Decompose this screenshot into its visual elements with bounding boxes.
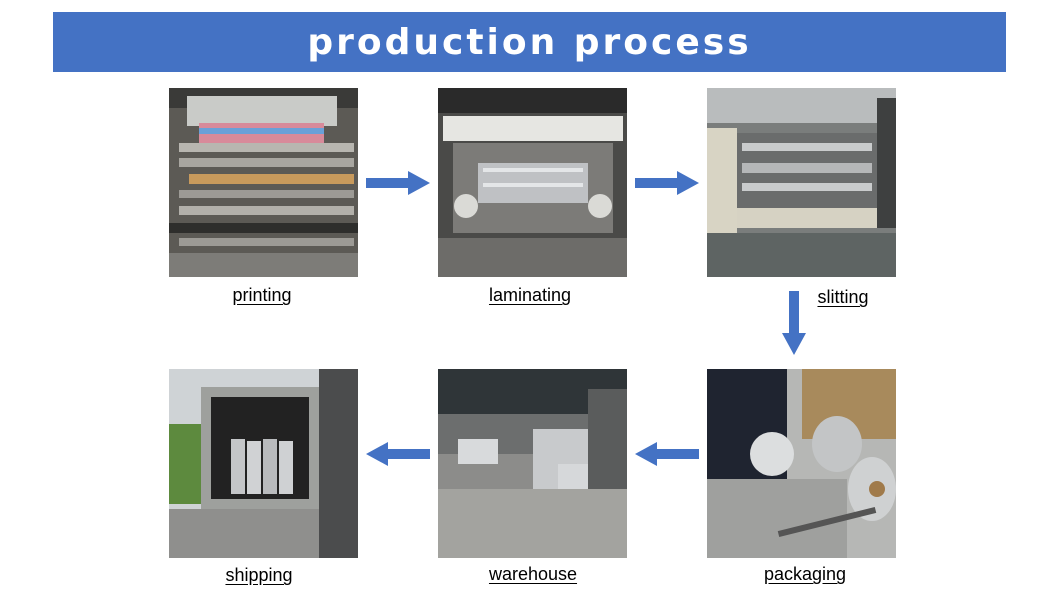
step-label-laminating: laminating: [488, 285, 572, 305]
slitting-machine-photo: [707, 88, 896, 277]
step-label-slitting: slitting: [817, 287, 869, 307]
page-title: production process: [307, 21, 752, 63]
laminating-machine-photo: [438, 88, 627, 277]
step-label-packaging: packaging: [763, 564, 847, 584]
printing-machine-photo: [169, 88, 358, 277]
left-arrow-icon: [635, 442, 699, 466]
right-arrow-icon: [635, 171, 699, 195]
shipping-container-photo: [169, 369, 358, 558]
packaging-rolls-photo: [707, 369, 896, 558]
warehouse-photo: [438, 369, 627, 558]
right-arrow-icon: [366, 171, 430, 195]
step-label-shipping: shipping: [225, 565, 293, 585]
left-arrow-icon: [366, 442, 430, 466]
title-banner: production process: [53, 12, 1006, 72]
step-label-printing: printing: [232, 285, 292, 305]
down-arrow-icon: [782, 291, 806, 355]
step-label-warehouse: warehouse: [488, 564, 578, 584]
